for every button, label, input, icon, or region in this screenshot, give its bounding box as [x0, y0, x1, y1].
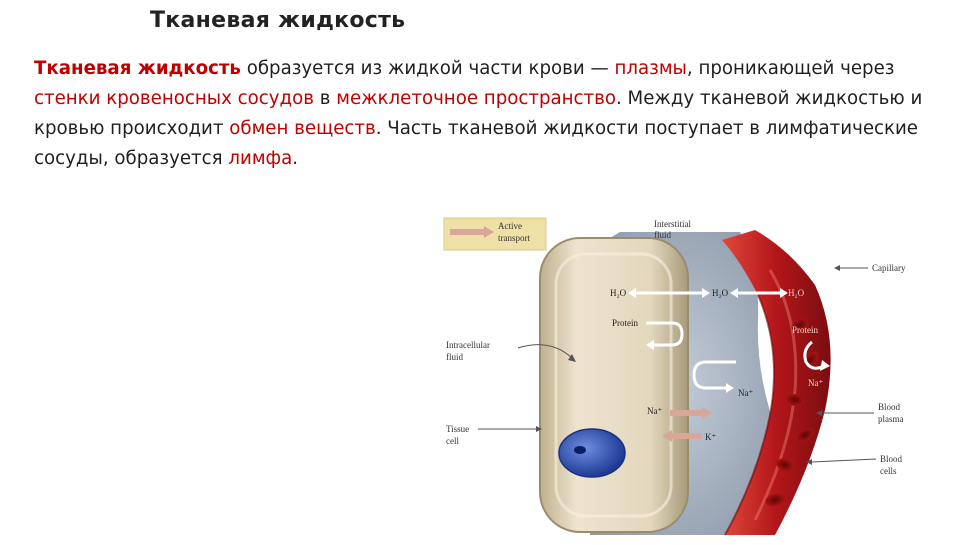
cell-nucleus: [559, 429, 625, 477]
na-cell-label: Na⁺: [647, 406, 662, 416]
legend-label: transport: [498, 233, 530, 243]
text-segment: , проникающей через: [687, 58, 895, 79]
term-vessel-walls: стенки кровеносных сосудов: [34, 88, 314, 109]
protein-cell-label: Protein: [612, 318, 638, 328]
k-cell-label: K⁺: [705, 432, 716, 442]
protein-capillary-label: Protein: [792, 325, 818, 335]
body-paragraph: Тканевая жидкость образуется из жидкой ч…: [34, 54, 934, 174]
capillary-label: Capillary: [872, 263, 906, 273]
intracellular-fluid-label: fluid: [446, 352, 463, 362]
interstitial-fluid-label: fluid: [654, 230, 671, 240]
term-plasma: плазмы: [614, 58, 686, 79]
blood-plasma-label: plasma: [878, 414, 904, 424]
blood-cells-pointer: [812, 459, 876, 462]
blood-cells-label: cells: [880, 466, 897, 476]
blood-plasma-label: Blood: [878, 402, 901, 412]
text-segment: в: [314, 88, 336, 109]
term-tissue-fluid: Тканевая жидкость: [34, 58, 241, 79]
legend-label: Active: [498, 221, 522, 231]
blood-cells-label: Blood: [880, 454, 903, 464]
h2o-capillary-label: H₂O: [788, 288, 805, 298]
na-interstitial-label: Na⁺: [738, 388, 753, 398]
interstitial-fluid-label: Interstitial: [654, 219, 691, 229]
nucleolus: [574, 446, 586, 454]
text-segment: образуется из жидкой части крови —: [241, 58, 615, 79]
na-capillary-label: Na⁺: [808, 378, 823, 388]
fluid-exchange-figure: Active transport H₂O H₂O H₂O Protein Pro…: [440, 210, 940, 540]
term-intercellular-space: межклеточное пространство: [336, 88, 616, 109]
slide-title: Тканевая жидкость: [150, 8, 405, 33]
fluid-exchange-diagram: Active transport H₂O H₂O H₂O Protein Pro…: [440, 210, 940, 540]
term-metabolism: обмен веществ: [229, 118, 375, 139]
tissue-cell: [540, 238, 688, 532]
term-lymph: лимфа: [228, 148, 292, 169]
h2o-cell-label: H₂O: [610, 288, 627, 298]
tissue-cell-label: Tissue: [446, 424, 469, 434]
tissue-cell-label: cell: [446, 436, 459, 446]
intracellular-fluid-label: Intracellular: [446, 340, 490, 350]
text-segment: .: [292, 148, 298, 169]
h2o-interstitial-label: H₂O: [712, 288, 729, 298]
